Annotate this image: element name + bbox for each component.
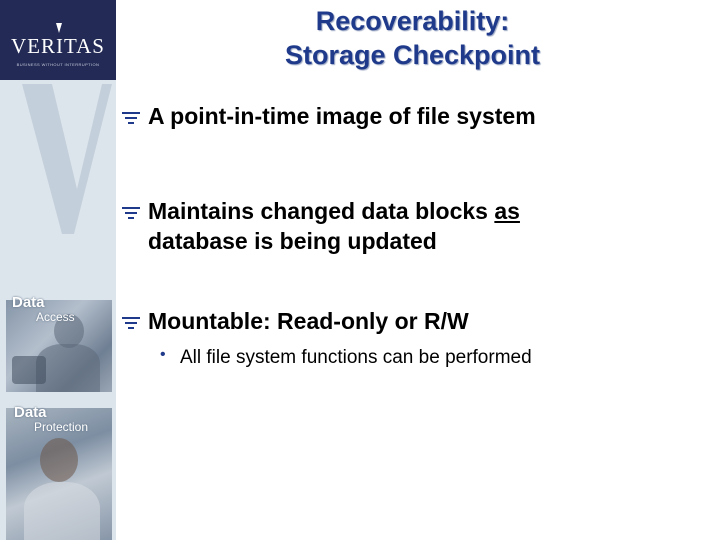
- photo-data-access: [6, 300, 112, 392]
- title-line-2: Storage Checkpoint: [284, 40, 541, 70]
- slide-title: Recoverability: Storage Checkpoint: [200, 4, 625, 72]
- bullet-2-text: Maintains changed data blocks as: [148, 196, 520, 226]
- logo-tagline: BUSINESS WITHOUT INTERRUPTION: [16, 62, 100, 67]
- logo-text: VERITAS: [11, 34, 105, 58]
- bullet-2-underlined: as: [494, 198, 520, 224]
- bullet-1-text: A point-in-time image of file system: [148, 103, 536, 129]
- logo-mark-icon: [56, 20, 62, 38]
- veritas-logo: VERITAS BUSINESS WITHOUT INTERRUPTION: [0, 0, 116, 80]
- big-v-watermark: [22, 84, 112, 239]
- bullet-2-line-2: database is being updated: [148, 228, 437, 254]
- photo-data-protection: [6, 408, 112, 540]
- bullet-2-text-part: Maintains changed data blocks: [148, 198, 495, 224]
- sidebar-decoration: VERITAS BUSINESS WITHOUT INTERRUPTION Da…: [0, 0, 116, 540]
- bullet-icon: [122, 207, 142, 219]
- bullet-icon: [122, 317, 142, 329]
- data-access-sub-label: Access: [36, 310, 75, 324]
- title-line-1: Recoverability:: [315, 6, 510, 36]
- bullet-icon: [122, 112, 142, 124]
- bullet-3-text: Mountable: Read-only or R/W: [148, 308, 469, 334]
- sub-bullet-dot-icon: •: [160, 346, 166, 363]
- data-protection-sub-label: Protection: [34, 420, 89, 434]
- sub-bullet-1-text: All file system functions can be perform…: [180, 347, 532, 368]
- data-access-label: Data: [12, 294, 45, 311]
- data-protection-label: Data: [14, 404, 47, 421]
